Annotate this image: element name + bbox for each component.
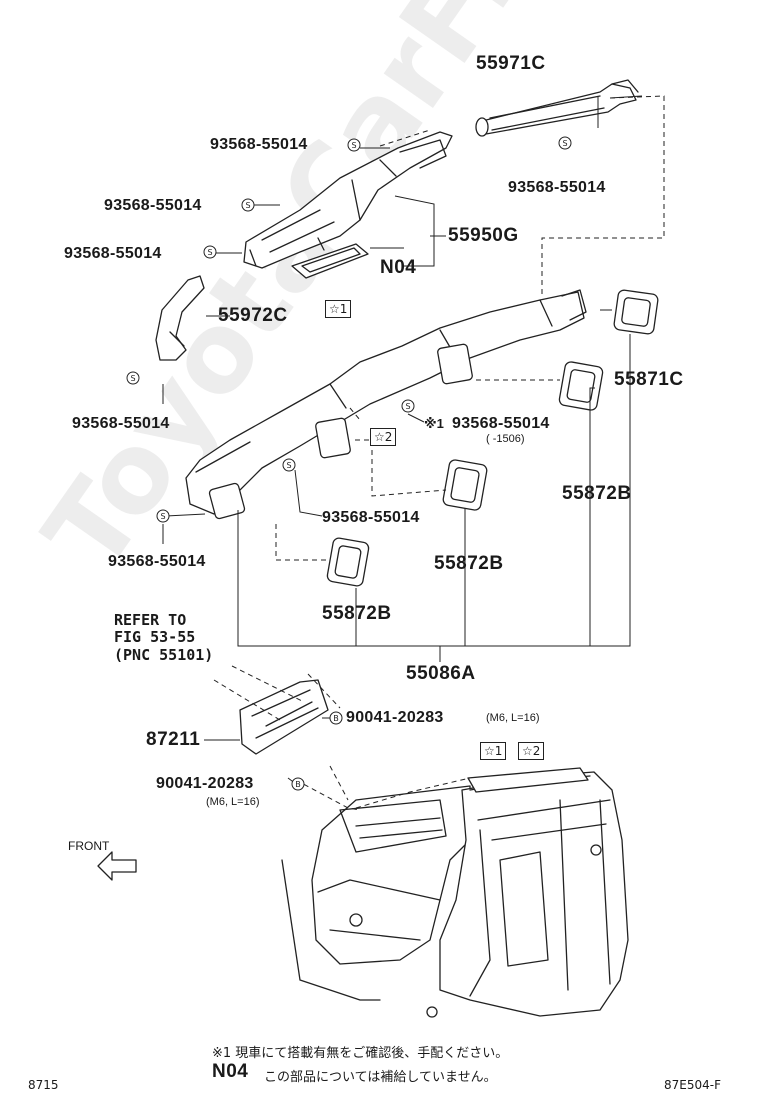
refer-line2: FIG 53-55 (114, 628, 196, 647)
front-arrow-shape (97, 851, 137, 881)
s-mark: S (351, 141, 356, 150)
part-n04: N04 (380, 257, 417, 278)
hvac-unit-shape (281, 767, 629, 1018)
b-mark: B (333, 714, 339, 723)
s-mark: S (245, 201, 250, 210)
gasket-55872b-a-shape (558, 361, 604, 411)
part-93568-55014: 93568-55014 (104, 197, 202, 214)
part-93568-55014: 93568-55014 (322, 509, 420, 526)
b-mark: B (295, 780, 301, 789)
star2-marker: ☆2 (370, 428, 397, 447)
s-mark: S (286, 461, 291, 470)
refer-line3: (PNC 55101) (114, 645, 214, 664)
part-93568-55014: 93568-55014 (108, 553, 206, 570)
date-range: ( -1506) (486, 433, 525, 445)
part-55872b: 55872B (322, 603, 392, 624)
s-mark: S (160, 512, 165, 521)
part-93568-55014: 93568-55014 (508, 179, 606, 196)
gasket-55872b-b-shape (442, 459, 488, 511)
part-55871c: 55871C (614, 369, 684, 390)
part-90041-20283: 90041-20283 (346, 709, 444, 726)
duct-55086a-shape (185, 289, 587, 515)
star1-marker: ☆1 (325, 300, 352, 319)
bolt-spec: (M6, L=16) (206, 796, 260, 808)
part-90041-20283: 90041-20283 (156, 775, 254, 792)
refer-line1: REFER TO (114, 611, 187, 629)
duct-55950g-shape (243, 131, 453, 269)
front-label: FRONT (68, 839, 110, 853)
duct-55972c-shape (155, 275, 205, 361)
s-mark: S (562, 139, 567, 148)
note1-marker: ※1 (424, 416, 444, 431)
part-55950g: 55950G (448, 225, 519, 246)
footnote-n04-text: この部品については補給していません。 (264, 1070, 497, 1085)
part-55872b: 55872B (434, 553, 504, 574)
s-mark: S (405, 402, 410, 411)
gasket-55872b-c-shape (326, 537, 370, 587)
part-87211: 87211 (146, 729, 201, 750)
refer-note: REFER TO FIG 53-55 (PNC 55101) (114, 611, 214, 664)
footnote-1: ※1 現車にて搭載有無をご確認後、手配ください。 (212, 1046, 509, 1061)
star2-marker: ☆2 (518, 742, 545, 761)
footnote-n04-code: N04 (212, 1061, 249, 1082)
star1-marker: ☆1 (480, 742, 507, 761)
part-93568-55014: 93568-55014 (72, 415, 170, 432)
register-outlets-shape (208, 343, 473, 520)
part-93568-55014: 93568-55014 (452, 415, 550, 432)
part-55086a: 55086A (406, 663, 476, 684)
figure-code: 87E504-F (664, 1078, 721, 1092)
page-code-left: 8715 (28, 1078, 59, 1092)
bolt-spec: (M6, L=16) (486, 712, 540, 724)
part-55971c: 55971C (476, 53, 546, 74)
part-93568-55014: 93568-55014 (64, 245, 162, 262)
duct-55971c-shape (475, 79, 639, 137)
part-55972c: 55972C (218, 305, 288, 326)
gasket-55871c-shape (613, 289, 659, 335)
s-mark: S (130, 374, 135, 383)
duct-87211-shape (239, 679, 329, 755)
part-93568-55014: 93568-55014 (210, 136, 308, 153)
gasket-n04-shape (291, 243, 369, 279)
s-mark: S (207, 248, 212, 257)
part-55872b: 55872B (562, 483, 632, 504)
